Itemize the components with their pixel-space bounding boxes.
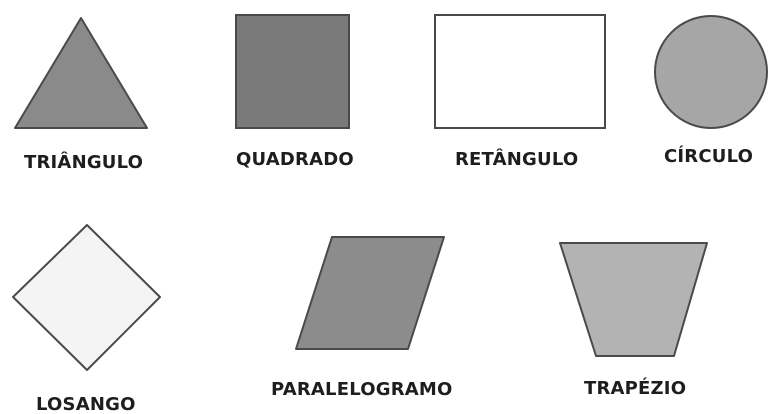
square-shape	[235, 14, 350, 129]
circle-label: CÍRCULO	[664, 146, 754, 167]
parallelogram-shape	[295, 236, 445, 350]
square-label: QUADRADO	[236, 149, 354, 170]
triangle-label: TRIÂNGULO	[24, 152, 144, 173]
triangle-shape	[14, 17, 148, 129]
rectangle-shape	[434, 14, 606, 129]
rhombus-shape	[12, 224, 161, 371]
circle-shape	[654, 15, 768, 129]
rectangle-label: RETÂNGULO	[455, 149, 579, 170]
rhombus-label: LOSANGO	[36, 394, 136, 414]
parallelogram-label: PARALELOGRAMO	[271, 379, 453, 400]
trapezoid-shape	[559, 242, 708, 357]
trapezoid-label: TRAPÉZIO	[584, 378, 687, 399]
